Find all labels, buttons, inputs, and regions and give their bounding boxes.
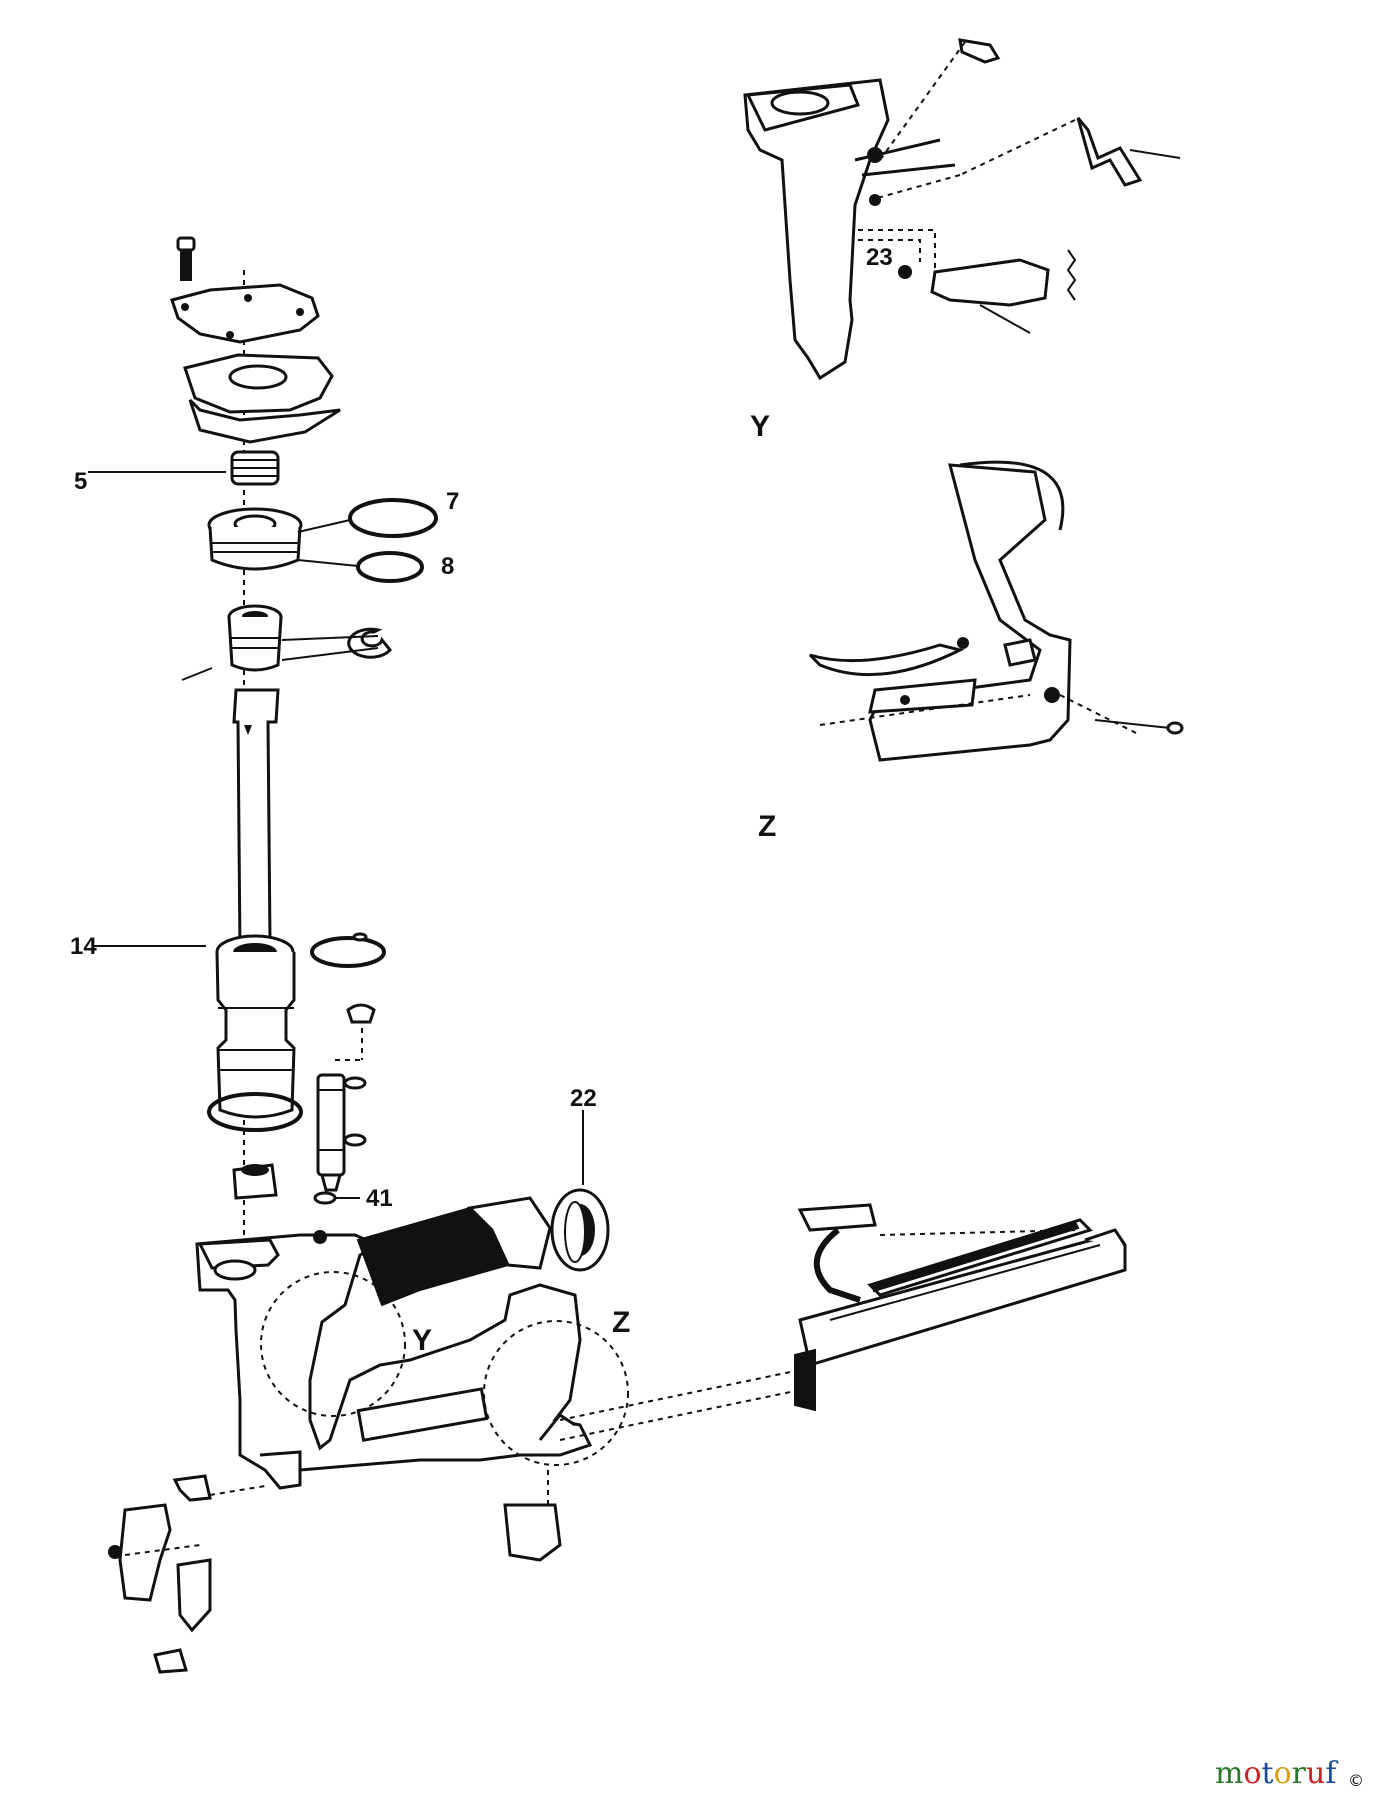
watermark-logo: motoruf ©	[1215, 1756, 1364, 1791]
watermark-letter: r	[1292, 1756, 1307, 1791]
nut	[232, 1163, 278, 1200]
detail-z-parts	[808, 637, 1184, 736]
watermark-letter: o	[1274, 1756, 1292, 1791]
copyright-symbol: ©	[1348, 1771, 1364, 1790]
callout-22: 22	[570, 1085, 597, 1112]
top-screw	[176, 236, 196, 281]
callout-labels: 5 7 8 14 22 23 41	[70, 244, 893, 1212]
detail-markers: Y Z Y Z	[412, 410, 776, 1357]
watermark-letter: u	[1306, 1756, 1325, 1791]
callout-41: 41	[366, 1185, 393, 1212]
valve-spool	[181, 604, 392, 681]
piston-head	[207, 507, 303, 571]
callout-7: 7	[446, 488, 459, 515]
cylinder-part-14	[93, 934, 386, 1132]
callout-8: 8	[441, 553, 454, 580]
driver-blade	[232, 688, 280, 955]
callout-23: 23	[866, 244, 893, 271]
watermark-letter: o	[1243, 1756, 1261, 1791]
watermark-letter: m	[1215, 1756, 1243, 1791]
detail-marker-y-main: Y	[412, 1324, 432, 1357]
trigger-valve	[313, 932, 376, 1205]
spring-part-5	[88, 450, 280, 486]
handle-grip	[356, 1110, 610, 1307]
watermark-letter: f	[1325, 1756, 1338, 1791]
magazine	[559, 1228, 1127, 1441]
detail-marker-y: Y	[750, 410, 770, 443]
detail-y-parts	[858, 38, 1181, 334]
nose-bracket	[108, 1474, 266, 1674]
callout-14: 14	[70, 933, 97, 960]
head-cap	[183, 353, 341, 444]
detail-marker-z-main: Z	[612, 1306, 630, 1339]
cap-plate	[170, 283, 320, 344]
trigger-lower	[503, 1470, 562, 1562]
magazine-rail	[797, 1203, 1093, 1303]
detail-z-housing	[868, 460, 1072, 762]
detail-circle-y	[260, 1271, 406, 1417]
svg-text:motoruf: motoruf	[1215, 1756, 1338, 1791]
detail-circle-z	[483, 1320, 629, 1466]
detail-marker-z: Z	[758, 810, 776, 843]
o-ring-part-8	[297, 551, 424, 583]
watermark-letter: t	[1262, 1756, 1274, 1791]
callout-5: 5	[74, 468, 87, 495]
o-ring-part-7	[297, 498, 438, 538]
detail-y-housing	[743, 78, 956, 381]
